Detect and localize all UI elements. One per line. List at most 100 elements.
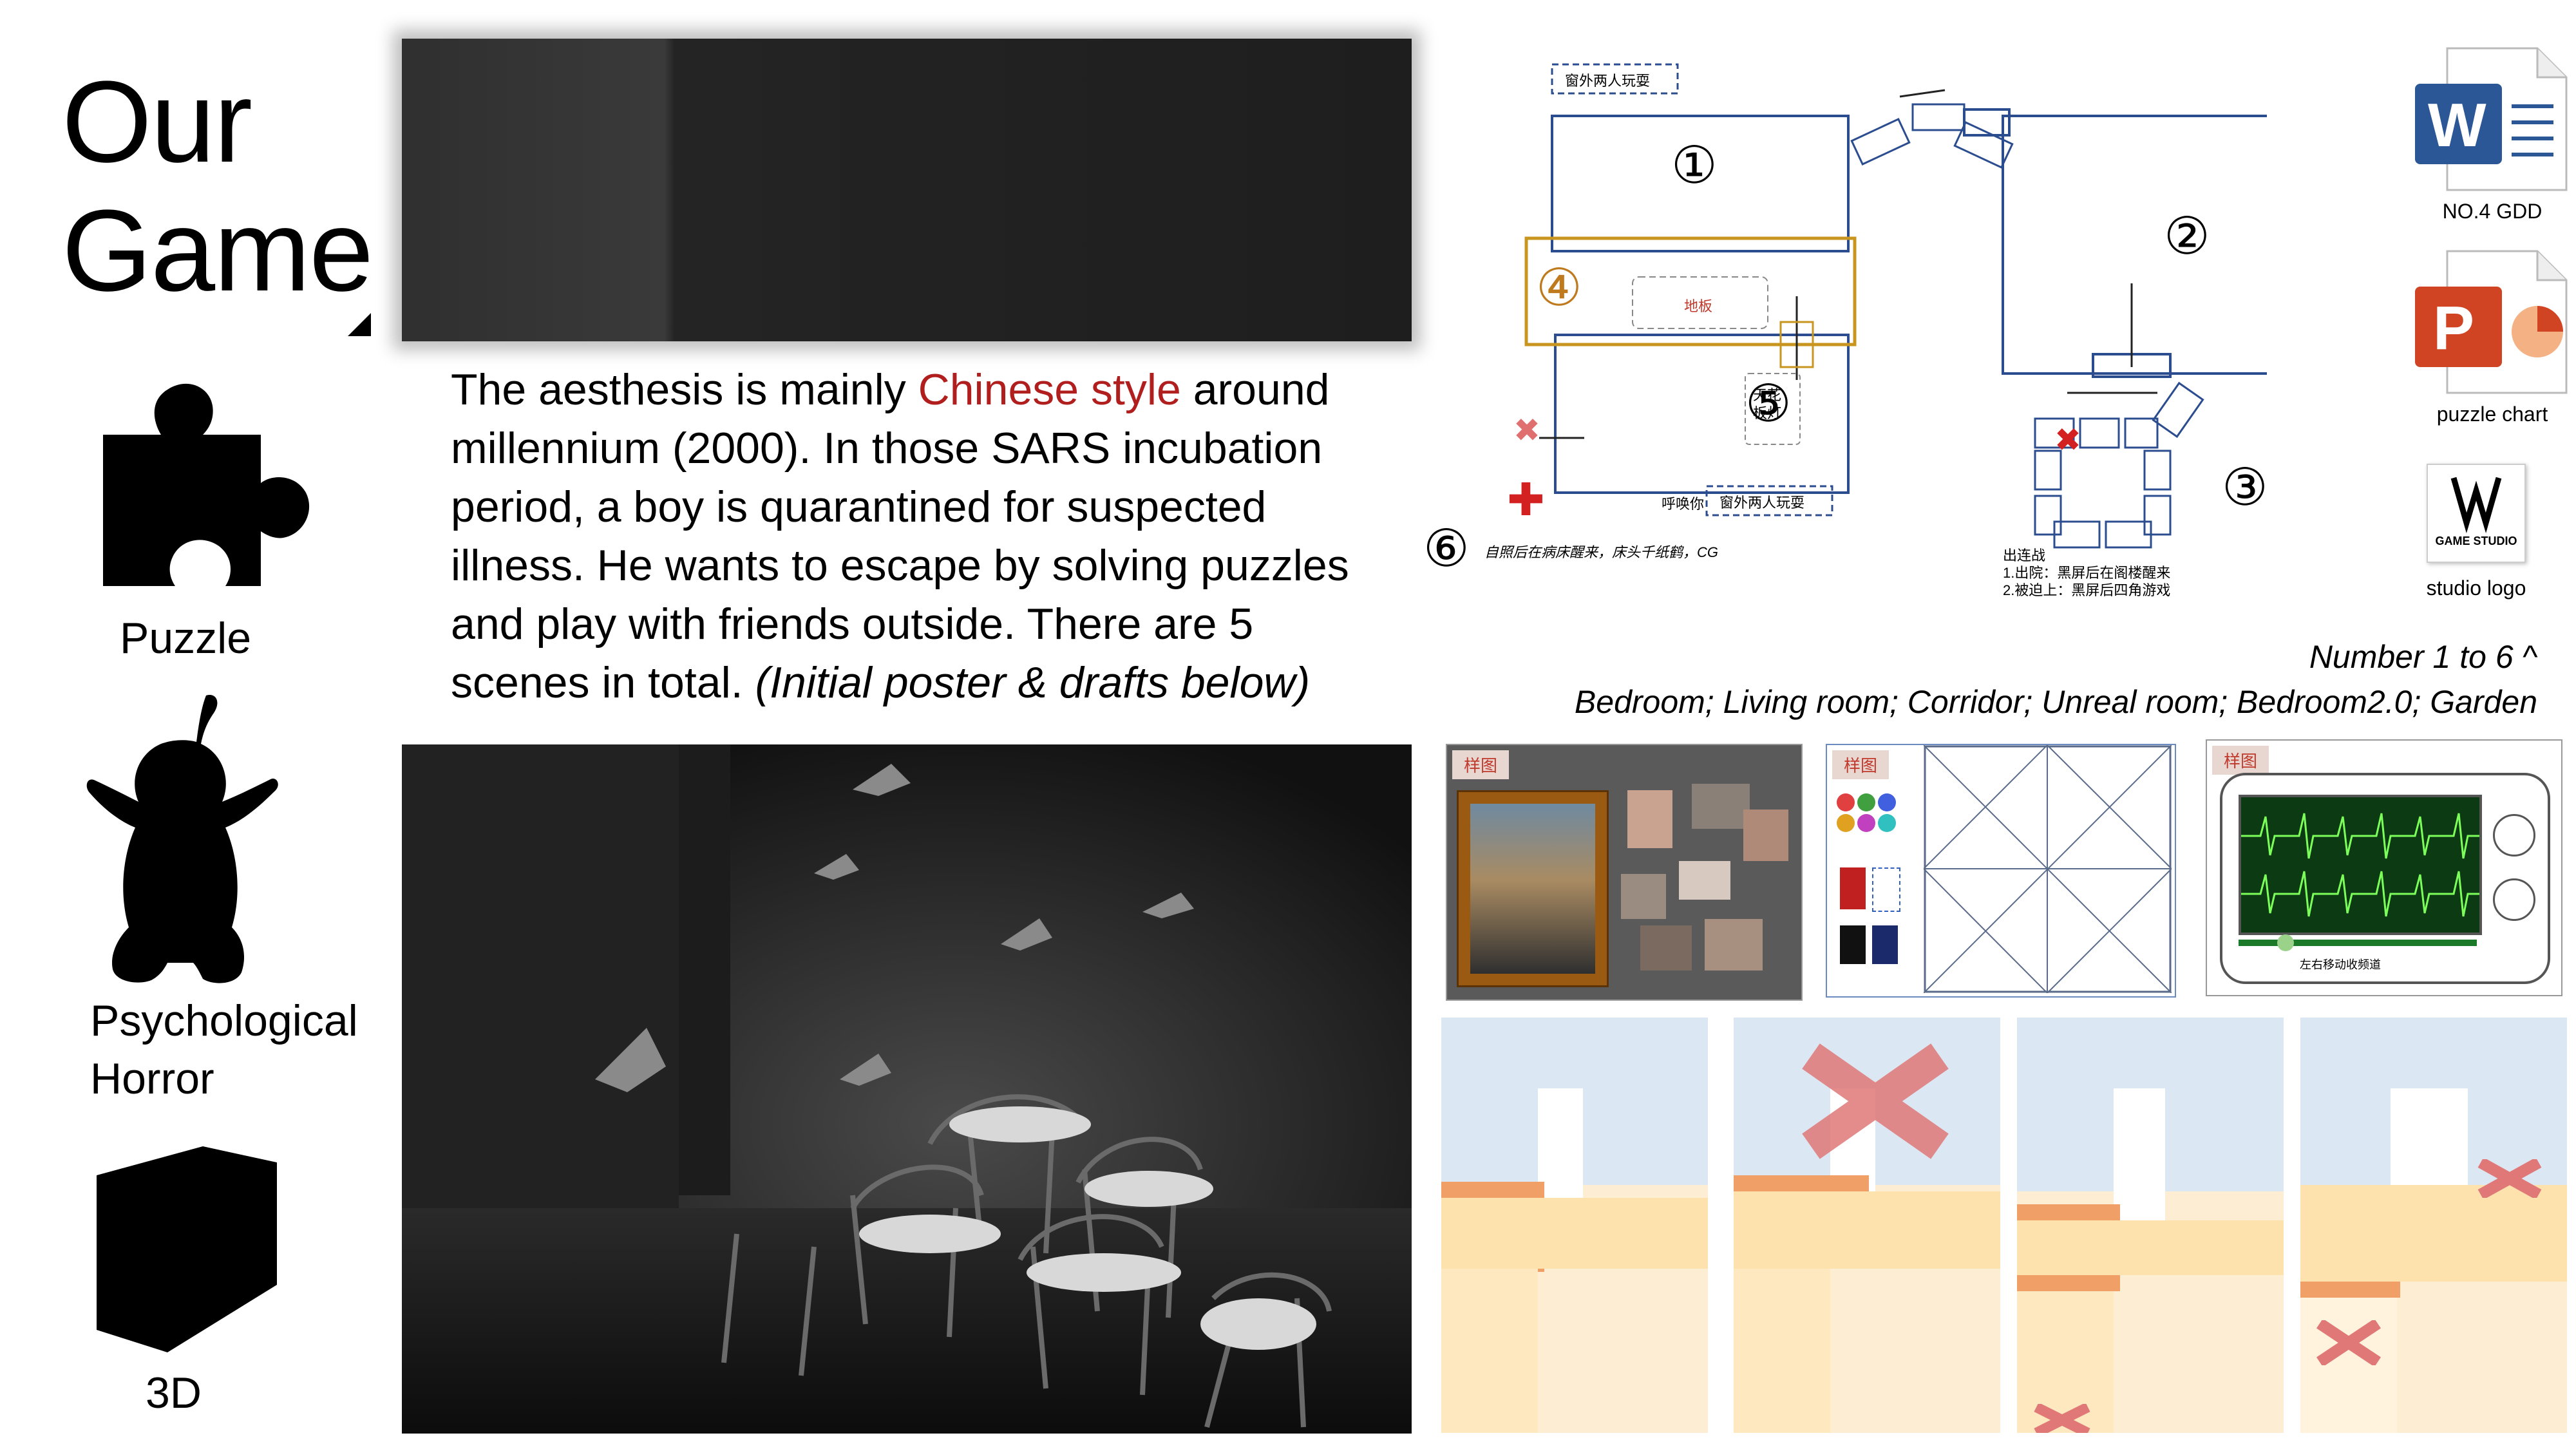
word-document-icon: [2415, 47, 2568, 191]
puzzle-genre: [90, 374, 322, 592]
slide-title: Our Game: [62, 57, 374, 316]
3d-genre: [90, 1146, 283, 1359]
right-cross-mark-icon: [2477, 1159, 2542, 1198]
yellow-floor: [2300, 1185, 2567, 1282]
powerpoint-letter: P: [2433, 294, 2475, 363]
collage-photo: [1627, 790, 1672, 848]
swatch: [1857, 793, 1875, 811]
thumbnail-pattern-grid: 样图: [1826, 744, 2176, 998]
swatch: [1837, 793, 1855, 811]
puzzle-piece-icon: [103, 383, 310, 586]
studio-logo-text: GAME STUDIO: [2435, 535, 2517, 547]
white-card: [1872, 867, 1900, 912]
thumbnail-painting-wall: 样图: [1446, 744, 1803, 1001]
navy-card: [1872, 925, 1898, 964]
phone-caption: 左右移动收频道: [2300, 958, 2381, 971]
collage-photo: [1679, 861, 1730, 900]
yellow-floor: [2017, 1220, 2284, 1275]
dial-bottom: [2493, 878, 2535, 921]
room-4-number: ④: [1536, 258, 1582, 317]
description-part-1: The aesthesis is mainly: [451, 365, 918, 414]
painting-frame: [1457, 790, 1609, 987]
orange-block-low: [2017, 1275, 2120, 1291]
map-label-route-title: 出连战: [2003, 547, 2046, 564]
phone-body: 左右移动收频道: [2220, 773, 2550, 984]
level-draft-3: [2017, 1018, 2284, 1433]
studio-logo-file[interactable]: GAME STUDIO studio logo: [2409, 460, 2576, 615]
level-draft-4: [2300, 1018, 2567, 1433]
thumbnail-tag-3: 样图: [2212, 746, 2269, 775]
bottom-strip: [1441, 1269, 1538, 1433]
room-2-number: ②: [2164, 206, 2210, 266]
orange-block: [1734, 1175, 1869, 1191]
collage-photo: [1692, 784, 1750, 829]
slider-knob: [2277, 934, 2294, 951]
room-1-number: ①: [1671, 135, 1718, 195]
portrait-image: [1470, 804, 1595, 974]
color-swatches: [1837, 793, 1908, 851]
word-letter: W: [2428, 91, 2486, 160]
map-label-route-1: 1.出院：黑屏后在阁楼醒来: [2003, 565, 2171, 581]
black-card: [1840, 925, 1866, 964]
photo-collage: [1621, 784, 1795, 990]
svg-text:✖: ✖: [2054, 421, 2081, 459]
large-cross-mark-icon: [1802, 1043, 1949, 1159]
bottom-strip: [1734, 1269, 1830, 1433]
studio-logo-label: studio logo: [2426, 576, 2526, 600]
floor-plan-map: ✖ ✖ ✚ ① ② ③ ④ ⑤ ⑥ 窗外两人玩耍 地板 天花板灯 呼唤你 窗外两…: [1423, 52, 2378, 618]
small-cross-mark-icon: [2034, 1404, 2090, 1433]
map-label-route-2: 2.被迫上：黑屏后四角游戏: [2003, 582, 2171, 598]
room-6-number: ⑥: [1423, 518, 1470, 578]
floor-plan-drawing: ✖ ✖ ✚: [1507, 63, 2378, 549]
description-highlight: Chinese style: [918, 365, 1181, 414]
collage-photo: [1743, 810, 1788, 861]
thumbnail-tag-1: 样图: [1452, 750, 1510, 779]
svg-text:✖: ✖: [1513, 412, 1540, 449]
title-line-1: Our: [62, 57, 252, 187]
room-3-number: ③: [2222, 457, 2268, 517]
teletubby-silhouette-icon: [86, 695, 278, 983]
scenes-caption: Bedroom; Living room; Corridor; Unreal r…: [1574, 684, 2537, 720]
3d-label: 3D: [146, 1368, 202, 1417]
map-label-shout: 呼唤你: [1662, 496, 1705, 512]
horror-label-line-2: Horror: [90, 1054, 214, 1103]
level-draft-1: [1441, 1018, 1708, 1433]
map-label-ceiling-lamp: 天花板灯: [1753, 387, 1782, 421]
puzzle-label: Puzzle: [120, 614, 252, 663]
chairs-illustration: [402, 744, 1412, 1434]
thumbnail-heartbeat-phone: 样图 左右移动收频道: [2206, 739, 2562, 996]
bottom-strip: [2017, 1291, 2114, 1433]
slider-track: [2239, 940, 2477, 946]
thumbnail-tag-2: 样图: [1832, 750, 1889, 779]
svg-text:✚: ✚: [1507, 473, 1545, 526]
description-paragraph: The aesthesis is mainly Chinese style ar…: [451, 361, 1372, 712]
left-cross-mark-icon: [2316, 1320, 2381, 1365]
swatch: [1878, 793, 1896, 811]
cube-icon: [97, 1146, 277, 1352]
title-corner-mark: [348, 313, 371, 336]
collage-photo: [1621, 874, 1666, 919]
bottom-strip: [2300, 1298, 2397, 1433]
grid-diagram: [1924, 745, 2172, 993]
powerpoint-file[interactable]: P puzzle chart: [2409, 248, 2576, 435]
collage-photo: [1705, 919, 1763, 971]
room-5-number: ⑤: [1745, 374, 1792, 433]
swatch: [1857, 814, 1875, 832]
powerpoint-label: puzzle chart: [2436, 402, 2548, 426]
word-doc-label: NO.4 GDD: [2442, 200, 2543, 223]
numbers-caption: Number 1 to 6 ^: [2309, 639, 2537, 675]
word-doc-file[interactable]: W NO.4 GDD: [2409, 45, 2576, 232]
description-italic: (Initial poster & drafts below): [755, 658, 1311, 707]
horror-label-line-1: Psychological: [90, 996, 358, 1045]
map-label-floor: 地板: [1684, 298, 1713, 314]
level-draft-2: [1734, 1018, 2000, 1433]
ecg-waveform: [2241, 813, 2479, 917]
description-part-2: around millennium (2000). In those SARS …: [451, 365, 1349, 707]
red-card: [1840, 867, 1866, 909]
chairs-poster-photo: [402, 744, 1412, 1434]
swatch: [1878, 814, 1896, 832]
top-poster-photo: [402, 39, 1412, 341]
orange-block: [2017, 1204, 2114, 1220]
game-studio-logo-icon: GAME STUDIO: [2427, 464, 2526, 563]
horror-genre: [77, 689, 283, 985]
